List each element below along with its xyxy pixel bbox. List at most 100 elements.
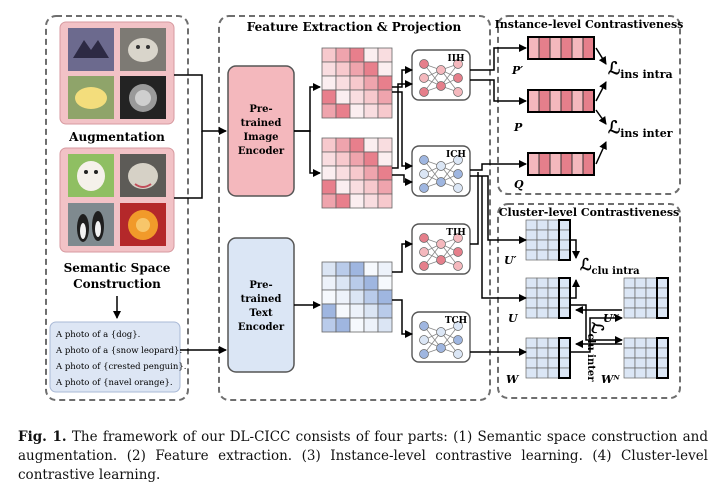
matrix-cell — [634, 347, 647, 359]
neuron — [436, 161, 446, 171]
neuron — [436, 177, 446, 187]
grid-cell — [349, 289, 365, 305]
matrix-cell — [558, 307, 571, 319]
matrix-cell — [536, 229, 549, 241]
head-label: ICH — [446, 150, 466, 160]
grid-cell — [321, 275, 337, 291]
matrix-cell — [536, 219, 549, 231]
matrix-cell — [558, 239, 571, 251]
p-prime-label: P′ — [511, 64, 523, 77]
neuron — [419, 321, 429, 331]
grid-cell — [377, 137, 393, 153]
text-encoder-l2: trained — [241, 294, 282, 305]
w-label: W — [506, 373, 520, 386]
neuron — [436, 327, 446, 337]
grid-cell — [349, 275, 365, 291]
head-label: IIH — [448, 54, 465, 64]
neuron — [453, 73, 463, 83]
u-prime-matrix — [525, 219, 571, 261]
matrix-cell — [547, 277, 560, 289]
neuron — [453, 233, 463, 243]
matrix-cell — [634, 357, 647, 369]
grid-cell — [321, 151, 337, 167]
grid-cell — [321, 193, 337, 209]
vector-cell — [582, 36, 595, 60]
matrix-cell — [656, 367, 669, 379]
grid-cell — [321, 47, 337, 63]
matrix-cell — [558, 287, 571, 299]
grid-cell — [377, 179, 393, 195]
text-feature-grid — [321, 261, 393, 333]
grid-cell — [321, 317, 337, 333]
neuron — [453, 321, 463, 331]
matrix-cell — [525, 277, 538, 289]
neuron — [453, 349, 463, 359]
grid-cell — [349, 103, 365, 119]
neuron — [419, 87, 429, 97]
neuron — [453, 183, 463, 193]
grid-cell — [349, 61, 365, 77]
leopard-image-1 — [120, 28, 166, 71]
grid-cell — [335, 89, 351, 105]
p-vector — [527, 89, 595, 113]
grid-cell — [363, 289, 379, 305]
matrix-cell — [536, 249, 549, 261]
vector-cell — [582, 89, 595, 113]
matrix-cell — [634, 367, 647, 379]
matrix-cell — [634, 307, 647, 319]
neuron — [436, 239, 446, 249]
vector-cell — [538, 36, 551, 60]
leopard-image-2 — [120, 154, 166, 197]
matrix-cell — [547, 297, 560, 309]
p-prime-vector — [527, 36, 595, 60]
matrix-cell — [656, 277, 669, 289]
loss-ins-intra: ℒins intra — [608, 59, 673, 81]
grid-cell — [349, 151, 365, 167]
grid-cell — [321, 303, 337, 319]
prompt-4: A photo of {navel orange}. — [55, 378, 173, 388]
matrix-cell — [623, 347, 636, 359]
vector-cell — [571, 36, 584, 60]
neuron — [453, 87, 463, 97]
orange-image-1 — [68, 76, 114, 119]
matrix-cell — [623, 337, 636, 349]
vector-cell — [571, 89, 584, 113]
grid-cell — [377, 151, 393, 167]
neuron — [436, 65, 446, 75]
matrix-cell — [623, 307, 636, 319]
prompt-box — [49, 321, 181, 393]
matrix-cell — [536, 239, 549, 251]
cluster-panel — [497, 203, 681, 399]
matrix-cell — [536, 337, 549, 349]
matrix-cell — [623, 277, 636, 289]
vector-cell — [527, 152, 540, 176]
text-encoder-l4: Encoder — [238, 322, 285, 333]
matrix-cell — [536, 347, 549, 359]
matrix-cell — [656, 307, 669, 319]
grid-cell — [335, 317, 351, 333]
grid-cell — [377, 275, 393, 291]
grid-cell — [321, 75, 337, 91]
loss-clu-intra: ℒclu intra — [580, 255, 640, 277]
grid-cell — [377, 103, 393, 119]
matrix-cell — [645, 287, 658, 299]
u-label: U — [508, 312, 519, 325]
grid-cell — [363, 165, 379, 181]
grid-cell — [335, 179, 351, 195]
matrix-cell — [634, 337, 647, 349]
vector-cell — [560, 36, 573, 60]
matrix-cell — [536, 357, 549, 369]
matrix-cell — [558, 337, 571, 349]
matrix-cell — [547, 287, 560, 299]
grid-cell — [335, 165, 351, 181]
grid-cell — [321, 137, 337, 153]
grid-cell — [363, 89, 379, 105]
matrix-cell — [645, 277, 658, 289]
matrix-cell — [547, 219, 560, 231]
grid-cell — [321, 89, 337, 105]
iih-head: IIH — [411, 49, 471, 101]
semantic-label-line2: Construction — [73, 277, 161, 291]
matrix-cell — [525, 229, 538, 241]
grid-cell — [377, 303, 393, 319]
matrix-cell — [558, 229, 571, 241]
